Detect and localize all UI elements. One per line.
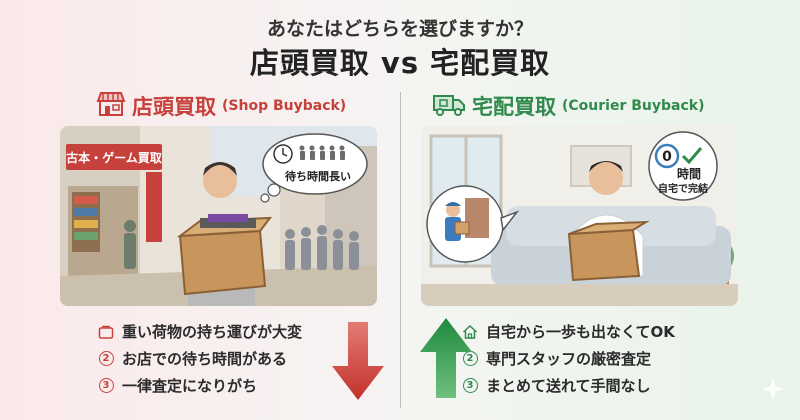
house-outline-icon [462, 324, 478, 340]
list-item: 自宅から一歩も出なくてOK [462, 318, 675, 345]
list-item: 3 一律査定になりがち [98, 372, 302, 399]
down-arrow-icon [332, 322, 384, 404]
sparkle-icon [762, 378, 784, 404]
up-arrow-icon [420, 318, 472, 402]
list-item-text: 重い荷物の持ち運びが大変 [122, 323, 303, 341]
badge-caption: 自宅で完結 [658, 182, 708, 195]
shop-buyback-title: 店頭買取 [132, 95, 216, 119]
list-item: 2 お店での待ち時間がある [98, 345, 302, 372]
courier-scene-illustration: 0 時間 自宅で完結 [421, 126, 738, 306]
badge-time-unit: 時間 [677, 166, 701, 181]
page-title: 店頭買取 vs 宅配買取 [249, 46, 551, 80]
shop-buyback-heading: 店頭買取 (Shop Buyback) [96, 92, 346, 120]
store-icon [96, 91, 126, 121]
page-subtitle: あなたはどちらを選びますか？ [266, 18, 533, 40]
list-marker: 3 [98, 378, 114, 393]
list-item-text: 専門スタッフの厳密査定 [486, 350, 652, 368]
list-item-text: お店での待ち時間がある [122, 350, 288, 368]
courier-buyback-heading: 宅配買取 (Courier Buyback) [432, 92, 704, 120]
list-item: 重い荷物の持ち運びが大変 [98, 318, 302, 345]
box-outline-icon [98, 324, 114, 340]
list-item: 3 まとめて送れて手間なし [462, 372, 675, 399]
center-divider [400, 92, 401, 408]
list-marker: 2 [98, 351, 114, 366]
courier-buyback-subtitle: (Courier Buyback) [562, 98, 705, 114]
list-item-text: 一律査定になりがち [122, 377, 258, 395]
list-item-text: まとめて送れて手間なし [486, 377, 651, 395]
list-item-text: 自宅から一歩も出なくてOK [486, 323, 675, 341]
shop-sign-text: 古本・ゲーム買取 [66, 150, 162, 165]
shop-disadvantages-list: 重い荷物の持ち運びが大変 2 お店での待ち時間がある 3 一律査定になりがち [98, 318, 302, 399]
badge-zero-number: 0 [662, 149, 672, 165]
waiting-thought-text: 待ち時間長い [284, 169, 351, 183]
delivery-truck-icon [432, 91, 466, 121]
shop-scene-illustration: 古本・ゲーム買取 [60, 126, 377, 306]
list-marker: 3 [462, 378, 478, 393]
courier-advantages-list: 自宅から一歩も出なくてOK 2 専門スタッフの厳密査定 3 まとめて送れて手間な… [462, 318, 675, 399]
shop-buyback-subtitle: (Shop Buyback) [222, 98, 347, 114]
courier-buyback-title: 宅配買取 [472, 95, 556, 119]
list-item: 2 専門スタッフの厳密査定 [462, 345, 675, 372]
